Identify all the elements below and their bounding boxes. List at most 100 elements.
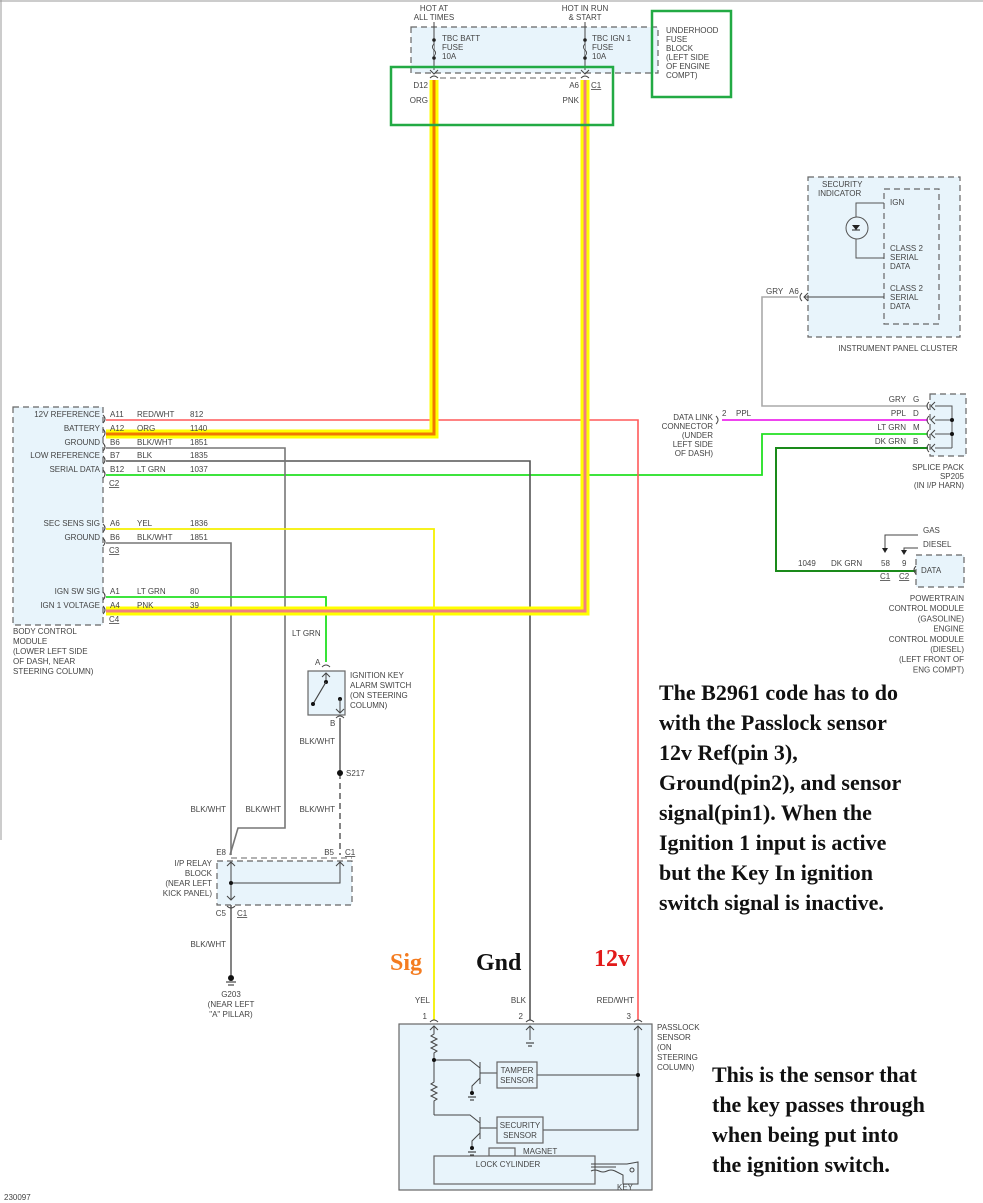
ipc-class2-2: CLASS 2 [890,284,923,293]
bcm-circuit-number: 39 [190,601,199,610]
lock-cylinder-label: LOCK CYLINDER [476,1160,541,1169]
ign-switch-title: IGNITION KEY [350,671,404,680]
dlc-title-5: OF DASH) [675,449,714,458]
magnet-label: MAGNET [523,1147,557,1156]
ipc-serial-1: SERIAL [890,253,919,262]
fuse2-type: FUSE [592,43,613,52]
passlock-wire-yel: YEL [415,996,431,1005]
fuse-block-title-3: BLOCK [666,44,694,53]
bcm-wire-color: LT GRN [137,587,166,596]
pcm-circuit: 1049 [798,559,816,568]
bcm-wire-color: ORG [137,424,155,433]
fuse-wire-pnk: PNK [563,96,580,105]
ign-switch-pin-a: A [315,658,321,667]
note-line: Ground(pin2), and sensor [659,770,902,795]
ign-switch-title-2: ALARM SWITCH [350,681,412,690]
splice-terminal [926,429,936,439]
pcm-title-line: ENGINE [933,625,964,634]
relay-title: I/P RELAY [175,859,213,868]
bcm-wire-color: YEL [137,519,153,528]
wire-pnk [106,80,587,613]
pcm-title-line: CONTROL MODULE [889,635,964,644]
passlock-wire-red-wht: RED/WHT [597,996,634,1005]
relay-pin-c5: C5 [216,909,227,918]
bcm-circuit-number: 1836 [190,519,208,528]
bcm-conn-c3: C3 [109,546,120,555]
note-line: The B2961 code has to do [659,680,898,705]
annotation-box-fuse-block [650,9,733,99]
bcm-pin-label: SEC SENS SIG [44,519,100,528]
fuse2-rating: 10A [592,52,607,61]
bcm-conn-c2: C2 [109,479,120,488]
bcm-wire-color: PNK [137,601,154,610]
hot-in-run-label-2: & START [568,13,601,22]
wires [106,80,928,1020]
bcm-wire-color: RED/WHT [137,410,174,419]
hot-at-all-times-label-2: ALL TIMES [414,13,454,22]
bcm-wire-color: BLK/WHT [137,438,173,447]
pcm-title-line: (GASOLINE) [918,614,965,623]
ground-g203: G203 [221,990,241,999]
annotation-box-fuse-pins [389,65,615,127]
bcm-connector-terminal [102,455,106,465]
wire-org [106,80,436,436]
note-line: 12v Ref(pin 3), [659,740,798,765]
ignition-key-alarm-switch: LT GRN A IGNITION KEY ALARM SWITCH (ON S… [292,629,412,814]
ign-switch-wire-blk-wht-2: BLK/WHT [299,805,335,814]
dlc-title-3: (UNDER [682,431,713,440]
passlock-title-4: STEERING [657,1053,698,1062]
splice-title-2: SP205 [940,472,965,481]
tamper-sensor-label: TAMPER [501,1066,534,1075]
ipc-data-2: DATA [890,302,911,311]
security-sensor-label-2: SENSOR [503,1131,537,1140]
bcm-circuit-number: 1140 [190,424,208,433]
bcm-pin-number: A12 [110,424,125,433]
passlock-title-5: COLUMN) [657,1063,695,1072]
bcm-connector-terminal [102,442,106,452]
passlock-title-3: (ON [657,1043,672,1052]
passlock-pin-1: 1 [423,1012,428,1021]
passlock-title: PASSLOCK [657,1023,700,1032]
relay-wire-blk-wht-2: BLK/WHT [245,805,281,814]
fuse1-type: FUSE [442,43,463,52]
note-line: signal(pin1). When the [659,800,872,825]
note-line: when being put into [712,1122,899,1147]
dlc-title-2: CONNECTOR [662,422,714,431]
relay-wire-blk-wht-1: BLK/WHT [190,805,226,814]
wire-yel [106,528,435,1020]
splice-pin: B [913,437,918,446]
12v-label: 12v [594,946,630,972]
pcm-title-line: (DIESEL) [930,645,964,654]
splice-terminal [926,401,936,411]
fuse-block-title-4: (LEFT SIDE [666,53,709,62]
ign-switch-wire-blk-wht: BLK/WHT [299,737,335,746]
bcm-circuit-number: 1851 [190,438,208,447]
passlock-pin-2: 2 [519,1012,524,1021]
wire-red-wht [106,419,639,1020]
splice-terminal [926,415,936,425]
bcm-title-4: OF DASH, NEAR [13,657,75,666]
bcm-connector-terminal [102,605,106,615]
bcm-circuit-number: 1835 [190,451,208,460]
note-line: This is the sensor that [712,1062,917,1087]
passlock-wire-blk: BLK [511,996,527,1005]
hot-at-all-times-label: HOT AT [420,4,448,13]
splice-pin: M [913,423,920,432]
splice-s217-dot [337,770,343,776]
note-line: Ignition 1 input is active [659,830,887,855]
splice-wire-color: LT GRN [877,423,906,432]
dlc-pin: 2 [722,409,727,418]
relay-pin-e8: E8 [216,848,226,857]
ipc-serial-2: SERIAL [890,293,919,302]
splice-title: SPLICE PACK [912,463,965,472]
splice-pack-box [929,393,967,457]
bcm-wire-color: BLK [137,451,153,460]
fuse-icon [432,43,436,57]
pcm-title-line: POWERTRAIN [910,594,964,603]
gnd-label: Gnd [476,950,522,976]
splice-wire-color: DK GRN [875,437,906,446]
bcm-circuit-number: 80 [190,587,199,596]
